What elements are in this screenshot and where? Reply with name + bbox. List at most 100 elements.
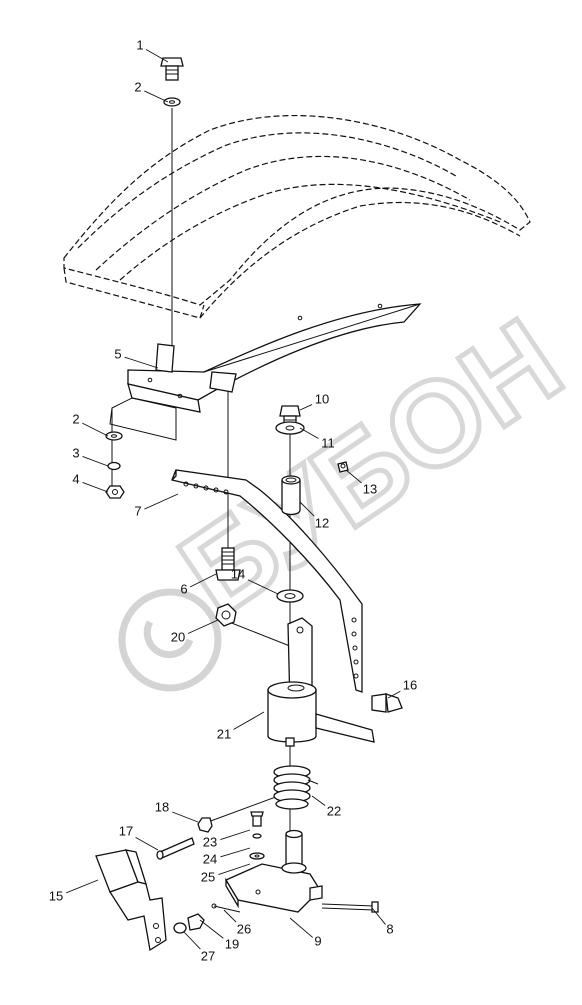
callout-leader-line	[223, 909, 237, 923]
callout-label: 4	[72, 471, 79, 486]
callout-c5: 5	[114, 346, 159, 369]
callout-label: 23	[203, 834, 217, 849]
part-8-pin	[321, 901, 379, 913]
callout-c19: 19	[199, 919, 239, 951]
callout-c2b: 2	[72, 411, 109, 437]
callout-leader-line	[311, 795, 326, 806]
part-13-grease-fitting	[337, 461, 349, 473]
callout-label: 2	[134, 79, 141, 94]
callout-leader-line	[199, 919, 224, 939]
part-4-nut	[105, 485, 125, 499]
callout-leader-line	[82, 422, 109, 437]
part-12-bushing	[281, 475, 301, 516]
callout-leader-line	[220, 847, 251, 858]
part-9-base-plate	[225, 829, 323, 913]
callout-c26: 26	[223, 909, 251, 936]
callout-c21: 21	[217, 711, 265, 741]
callout-label: 10	[315, 391, 329, 406]
callout-leader-line	[145, 49, 169, 63]
part-27-washer	[173, 922, 187, 934]
callout-label: 12	[315, 515, 329, 530]
callout-label: 19	[225, 936, 239, 951]
callout-leader-line	[345, 469, 362, 484]
callout-c18: 18	[155, 799, 199, 823]
callout-leader-line	[124, 356, 159, 369]
callout-c3: 3	[72, 445, 109, 467]
callout-label: 24	[203, 851, 217, 866]
callout-label: 27	[201, 948, 215, 963]
callout-leader-line	[247, 579, 279, 595]
callout-label: 20	[171, 629, 185, 644]
callout-label: 9	[314, 933, 321, 948]
callout-leader-line	[66, 879, 99, 894]
callout-label: 6	[180, 581, 187, 596]
callout-label: 8	[386, 921, 393, 936]
callout-label: 16	[403, 677, 417, 692]
callout-leader-line	[289, 917, 313, 938]
watermark-ring	[118, 588, 222, 692]
callout-leader-line	[299, 404, 313, 411]
callout-label: 7	[134, 503, 141, 518]
part-15-foot-pedal	[95, 849, 167, 952]
part-19-nut	[187, 913, 205, 931]
callout-c24: 24	[203, 847, 251, 866]
part-18-nut	[197, 817, 213, 833]
part-16-bolt	[371, 693, 403, 713]
callout-c27: 27	[183, 931, 215, 963]
callout-layer: 1252347101113126142016212218172324251526…	[49, 37, 417, 963]
callout-leader-line	[82, 482, 109, 493]
part-11-washer	[275, 421, 305, 435]
callout-c13: 13	[345, 469, 377, 496]
part-2-washer-upper	[163, 97, 181, 107]
callout-c2a: 2	[134, 79, 169, 103]
callout-c23: 23	[203, 829, 251, 849]
callout-leader-line	[371, 907, 386, 925]
callout-leader-line	[190, 573, 217, 588]
watermark-c-mark	[143, 620, 194, 659]
callout-label: 11	[321, 435, 335, 450]
callout-label: 5	[114, 346, 121, 361]
callout-leader-line	[218, 863, 251, 875]
part-2-washer-lower	[105, 431, 123, 441]
part-1-bolt	[160, 57, 184, 81]
watermark-text: БУБОН	[158, 293, 582, 641]
callout-c1: 1	[136, 37, 169, 63]
callout-c7: 7	[134, 493, 179, 518]
callout-c6: 6	[180, 573, 217, 596]
part-26-cotter-pin	[211, 903, 241, 913]
callout-label: 3	[72, 445, 79, 460]
callout-leader-line	[82, 456, 109, 467]
callout-leader-line	[144, 90, 169, 103]
callout-c16: 16	[387, 677, 417, 699]
callout-c10: 10	[299, 391, 329, 411]
part-22-spring	[273, 765, 319, 810]
callout-label: 17	[119, 823, 133, 838]
callout-leader-line	[187, 619, 219, 634]
callout-c4: 4	[72, 471, 109, 493]
callout-leader-line	[233, 711, 265, 730]
callout-label: 14	[231, 566, 245, 581]
callout-c11: 11	[299, 427, 335, 450]
callout-label: 15	[49, 888, 63, 903]
callout-c17: 17	[119, 823, 159, 851]
callout-c12: 12	[299, 501, 329, 530]
callout-leader-line	[387, 690, 401, 699]
callout-label: 21	[217, 726, 231, 741]
callout-leader-line	[183, 931, 201, 950]
part-14-washer	[276, 589, 304, 603]
callout-c22: 22	[311, 795, 341, 818]
part-5-bracket	[109, 303, 422, 441]
callout-c14: 14	[231, 566, 279, 595]
callout-c9: 9	[289, 917, 322, 948]
callout-label: 2	[72, 411, 79, 426]
callout-leader-line	[299, 427, 319, 439]
part-23-bolt	[250, 811, 264, 827]
callout-label: 26	[237, 921, 251, 936]
callout-leader-line	[299, 501, 315, 517]
fender-dashed-outline	[63, 115, 531, 319]
part-25-washer	[249, 852, 265, 860]
part-7-support-arm	[171, 469, 363, 693]
callout-c8: 8	[371, 907, 394, 936]
